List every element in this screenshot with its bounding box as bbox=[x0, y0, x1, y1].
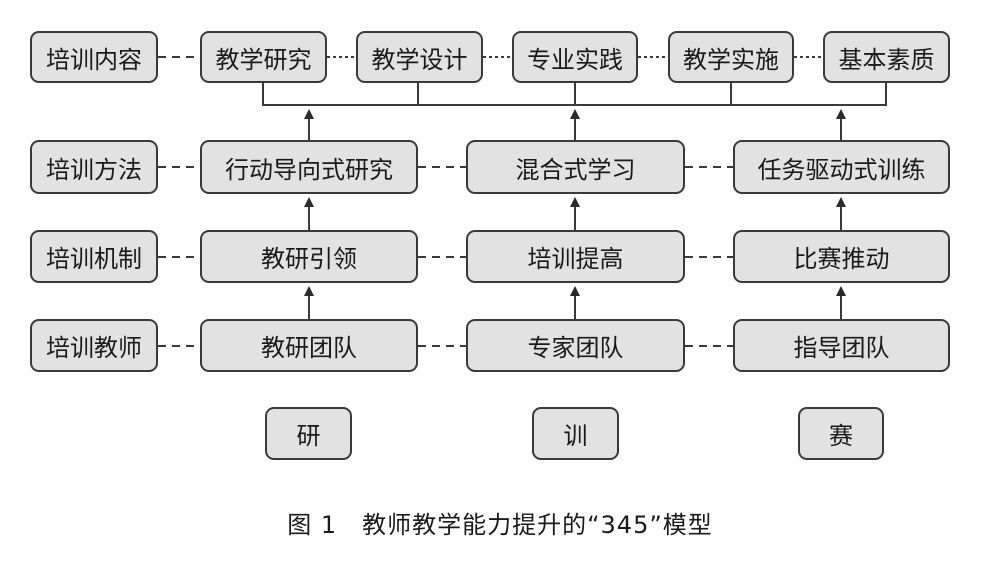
content-basic-quality: 基本素质 bbox=[823, 31, 950, 83]
row-label-content: 培训内容 bbox=[30, 31, 158, 83]
mechanism-training-improvement: 培训提高 bbox=[466, 230, 685, 283]
row-label-mechanism: 培训机制 bbox=[30, 230, 158, 283]
figure-caption: 图 1 教师教学能力提升的“345”模型 bbox=[287, 511, 713, 539]
content-teaching-implementation: 教学实施 bbox=[668, 31, 794, 83]
teachers-expert-team: 专家团队 bbox=[466, 319, 685, 372]
mechanism-competition-driven: 比赛推动 bbox=[733, 230, 950, 283]
column-key-competition: 赛 bbox=[798, 407, 884, 460]
row-label-method: 培训方法 bbox=[30, 140, 158, 194]
teachers-guidance-team: 指导团队 bbox=[733, 319, 950, 372]
column-key-research: 研 bbox=[265, 407, 352, 460]
content-teaching-research: 教学研究 bbox=[200, 31, 327, 83]
content-professional-practice: 专业实践 bbox=[512, 31, 638, 83]
method-action-oriented-research: 行动导向式研究 bbox=[200, 140, 418, 194]
content-teaching-design: 教学设计 bbox=[356, 31, 483, 83]
method-task-driven-training: 任务驱动式训练 bbox=[733, 140, 950, 194]
method-blended-learning: 混合式学习 bbox=[466, 140, 685, 194]
mechanism-research-leading: 教研引领 bbox=[200, 230, 418, 283]
row-label-teachers: 培训教师 bbox=[30, 319, 158, 372]
teachers-research-team: 教研团队 bbox=[200, 319, 418, 372]
column-key-training: 训 bbox=[532, 407, 619, 460]
